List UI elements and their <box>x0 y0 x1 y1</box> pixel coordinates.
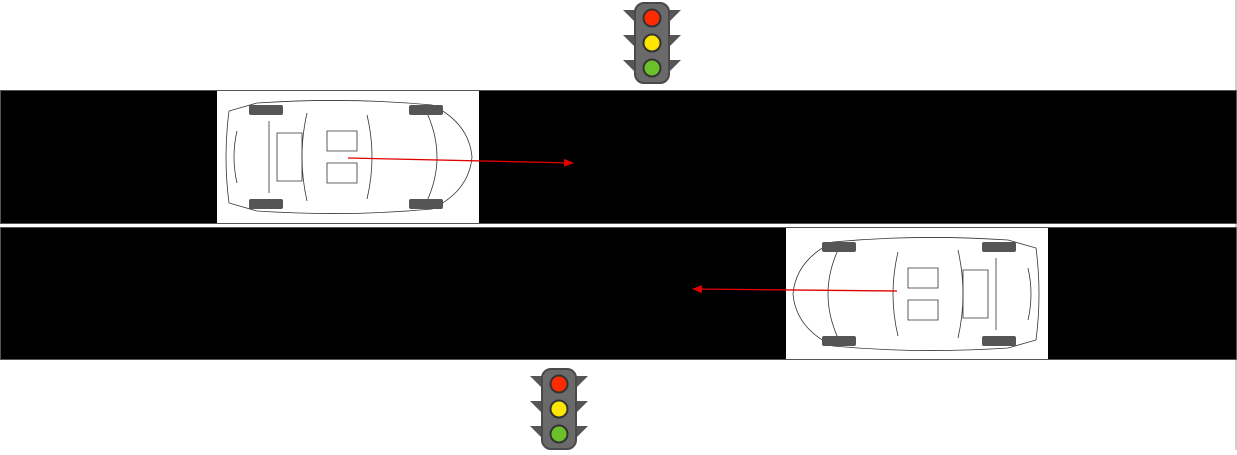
car-upper[interactable] <box>217 91 479 223</box>
lane-upper <box>0 90 1237 224</box>
traffic-light-bottom[interactable] <box>530 368 588 450</box>
wheel-icon <box>249 105 283 115</box>
green-lamp-icon <box>642 58 662 78</box>
green-lamp-icon <box>549 424 569 444</box>
car-lower[interactable] <box>786 228 1048 359</box>
scene-border <box>1235 0 1237 450</box>
red-lamp-icon <box>549 374 569 394</box>
lane-lower <box>0 227 1237 360</box>
red-lamp-icon <box>642 8 662 28</box>
yellow-lamp-icon <box>642 33 662 53</box>
yellow-lamp-icon <box>549 399 569 419</box>
traffic-light-top[interactable] <box>623 2 681 84</box>
